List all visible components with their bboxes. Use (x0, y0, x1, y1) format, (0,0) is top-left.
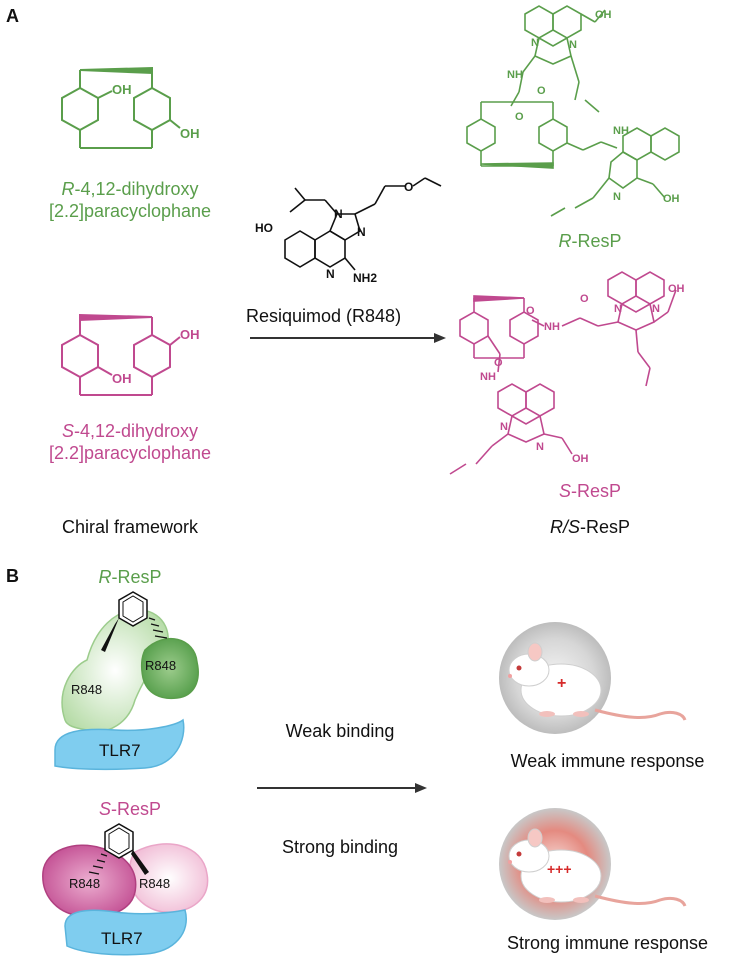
svg-text:OH: OH (668, 283, 685, 295)
r-prefix: R (61, 179, 75, 199)
svg-text:N: N (500, 421, 508, 433)
svg-text:N: N (614, 303, 622, 315)
svg-text:N: N (357, 225, 366, 239)
svg-text:O: O (537, 85, 546, 97)
r848-label: R848 (145, 658, 176, 673)
weak-response-label: Weak immune response (510, 751, 705, 771)
s-framework-label: S-4,12-dihydroxy [2.2]paracyclophane (48, 421, 212, 463)
svg-text:N: N (531, 37, 539, 49)
ho-label: HO (255, 221, 273, 235)
r-framework-label: R-4,12-dihydroxy [2.2]paracyclophane (48, 179, 212, 221)
nh2-label: NH2 (353, 271, 377, 285)
r-resp-structure: OH N N NH O O NH N OH (466, 5, 680, 217)
svg-text:NH: NH (507, 69, 523, 81)
s-resp-structure: OH N N O NH O O NH N N OH (449, 271, 685, 475)
svg-text:OH: OH (663, 193, 680, 205)
resp-caption: R/S-ResP (549, 517, 631, 537)
strong-response-mouse: +++ (499, 808, 687, 920)
chiral-framework-caption: Chiral framework (61, 517, 199, 537)
panel-a-letter: A (6, 6, 19, 26)
svg-text:N: N (569, 39, 577, 51)
weak-response-mouse: + (499, 622, 687, 734)
r848-label: R848 (139, 876, 170, 891)
svg-text:N: N (536, 441, 544, 453)
svg-text:O: O (515, 111, 524, 123)
s-resp-title: S-ResP (98, 799, 162, 819)
r848-label: R848 (69, 876, 100, 891)
svg-text:O: O (526, 305, 535, 317)
svg-text:N: N (652, 303, 660, 315)
svg-text:O: O (580, 293, 589, 305)
s-paracyclophane-structure: OH OH (61, 313, 200, 396)
svg-text:NH: NH (613, 125, 629, 137)
weak-response-mark: + (557, 675, 566, 692)
strong-response-mark: +++ (547, 861, 572, 877)
tlr7-label: TLR7 (99, 741, 141, 760)
svg-text:N: N (334, 207, 343, 221)
r848-label: R848 (71, 682, 102, 697)
strong-response-label: Strong immune response (506, 933, 709, 953)
r-paracyclophane-structure: OH OH (61, 66, 200, 149)
r-resp-binding-illustration: R848 R848 TLR7 (54, 591, 199, 771)
svg-text:OH: OH (595, 9, 612, 21)
weak-binding-label: Weak binding (285, 721, 395, 741)
svg-text:N: N (326, 267, 335, 281)
oh-label: OH (112, 82, 132, 97)
r-resp-label: R-ResP (558, 231, 622, 251)
strong-binding-label: Strong binding (281, 837, 399, 857)
resiquimod-structure: HO N N N O NH2 (255, 177, 442, 285)
svg-text:OH: OH (572, 453, 589, 465)
svg-text:N: N (613, 191, 621, 203)
reagent-label: Resiquimod (R848) (246, 306, 402, 326)
s-prefix: S (61, 421, 74, 441)
oh-label: OH (112, 371, 132, 386)
svg-text:NH: NH (544, 321, 560, 333)
tlr7-label: TLR7 (101, 929, 143, 948)
r-resp-title: R-ResP (98, 567, 162, 587)
svg-text:O: O (494, 357, 503, 369)
panel-b-letter: B (6, 566, 19, 586)
svg-text:O: O (404, 180, 413, 194)
oh-label: OH (180, 327, 200, 342)
s-resp-binding-illustration: R848 R848 TLR7 (42, 823, 209, 956)
s-resp-label: S-ResP (558, 481, 622, 501)
oh-label: OH (180, 126, 200, 141)
svg-text:NH: NH (480, 371, 496, 383)
binding-arrow (257, 783, 427, 793)
reaction-arrow (250, 333, 446, 343)
